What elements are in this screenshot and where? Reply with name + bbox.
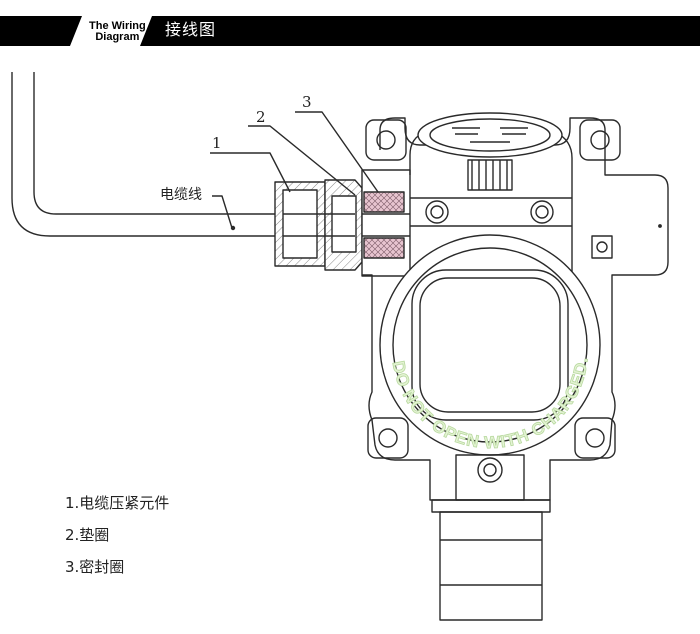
callout-1: 1 — [212, 134, 222, 152]
callout-2: 2 — [256, 108, 266, 126]
leader-cable — [212, 195, 233, 229]
leader-2 — [248, 125, 356, 196]
legend-item-3: 3.密封圈 — [65, 558, 125, 576]
leader-3 — [295, 111, 379, 193]
chinese-title: 接线图 — [165, 20, 217, 39]
english-title: The Wiring Diagram — [89, 20, 146, 43]
detector-housing — [361, 112, 669, 621]
cable-outer — [11, 72, 275, 237]
callout-3: 3 — [302, 93, 312, 111]
cable-label: 电缆线 — [160, 187, 202, 203]
legend-item-1: 1.电缆压紧元件 — [65, 494, 170, 512]
cable-gland — [274, 179, 363, 271]
legend-item-2: 2.垫圈 — [65, 526, 110, 544]
cable-inner — [33, 72, 275, 215]
header-banner — [0, 16, 700, 46]
leader-1 — [210, 152, 291, 193]
